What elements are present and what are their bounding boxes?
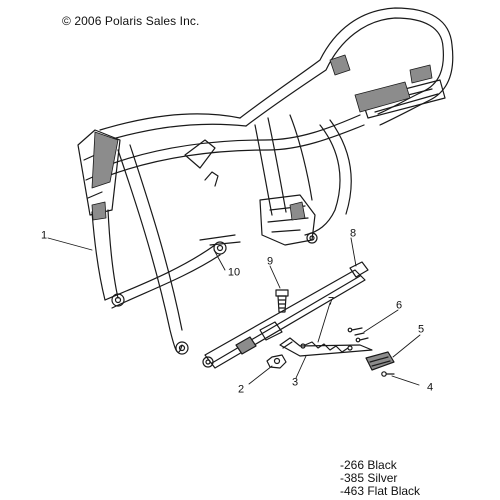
callout-7: 7 xyxy=(327,295,335,308)
frame-mount-ends xyxy=(111,232,318,355)
callout-10: 10 xyxy=(227,266,241,279)
variant-black: -266 Black xyxy=(340,458,397,472)
callout-8: 8 xyxy=(349,227,357,240)
callout-2: 2 xyxy=(237,383,245,396)
part-6-pins xyxy=(347,327,369,343)
callout-3: 3 xyxy=(291,376,299,389)
variant-flat-black: -463 Flat Black xyxy=(340,484,421,498)
part-4-screw xyxy=(381,371,395,377)
variant-silver: -385 Silver xyxy=(340,471,398,485)
copyright-notice: © 2006 Polaris Sales Inc. xyxy=(62,14,200,28)
callout-4: 4 xyxy=(426,381,434,394)
part-8-kickstand xyxy=(202,261,369,369)
frame-gussets xyxy=(91,54,433,221)
part-5-footpad xyxy=(365,351,395,371)
callout-5: 5 xyxy=(417,323,425,336)
part-3-kickstand-arm xyxy=(279,337,373,357)
part-9-bolt xyxy=(275,289,289,313)
callout-1: 1 xyxy=(40,229,48,242)
part-2-nut xyxy=(266,354,287,369)
part-7-spring xyxy=(300,341,353,353)
callout-6: 6 xyxy=(395,299,403,312)
callout-leaders xyxy=(47,237,421,386)
color-variant-list: -266 Black -385 Silver -463 Flat Black xyxy=(340,459,420,498)
callout-9: 9 xyxy=(266,255,274,268)
